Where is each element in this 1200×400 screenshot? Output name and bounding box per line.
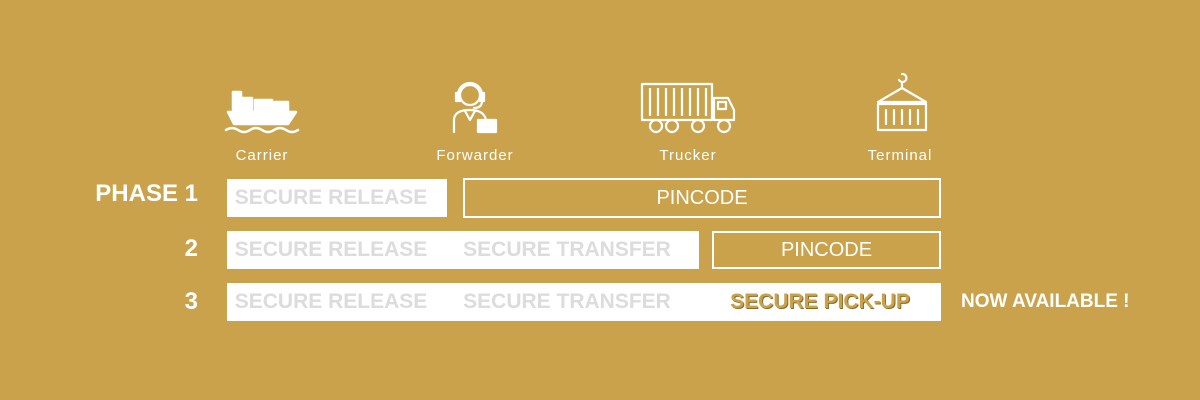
actor-label-carrier: Carrier [235,147,289,164]
actor-label-forwarder: Forwarder [436,147,514,164]
actor-label-terminal: Terminal [867,147,933,164]
actor-label-trucker: Trucker [659,147,717,164]
ship-icon [224,90,300,134]
phase-label-2: 2 [184,235,198,262]
phase1-pincode-box: PINCODE [463,178,941,218]
phase2-secure-release: SECURE RELEASE [234,238,428,261]
container-crane-icon [876,72,928,132]
phase1-pincode-label: PINCODE [656,186,748,209]
phase1-secure-release: SECURE RELEASE [234,186,428,209]
phase2-secure-transfer: SECURE TRANSFER [463,238,671,261]
phase3-bar: SECURE RELEASE SECURE TRANSFER SECURE PI… [227,283,941,321]
phase-label-3: 3 [184,288,198,315]
phase3-secure-pickup: SECURE PICK-UP [730,290,910,313]
truck-icon [640,82,736,134]
phase3-secure-release: SECURE RELEASE [234,290,428,313]
phase2-pincode-box: PINCODE [712,231,941,269]
phase1-bar: SECURE RELEASE [227,179,447,217]
phase2-bar: SECURE RELEASE SECURE TRANSFER [227,231,699,269]
person-headset-icon [452,81,498,134]
now-available-text: NOW AVAILABLE ! [961,291,1130,312]
phase-label-1: PHASE 1 [95,180,198,207]
phase3-secure-transfer: SECURE TRANSFER [463,290,671,313]
phase2-pincode-label: PINCODE [780,238,873,261]
